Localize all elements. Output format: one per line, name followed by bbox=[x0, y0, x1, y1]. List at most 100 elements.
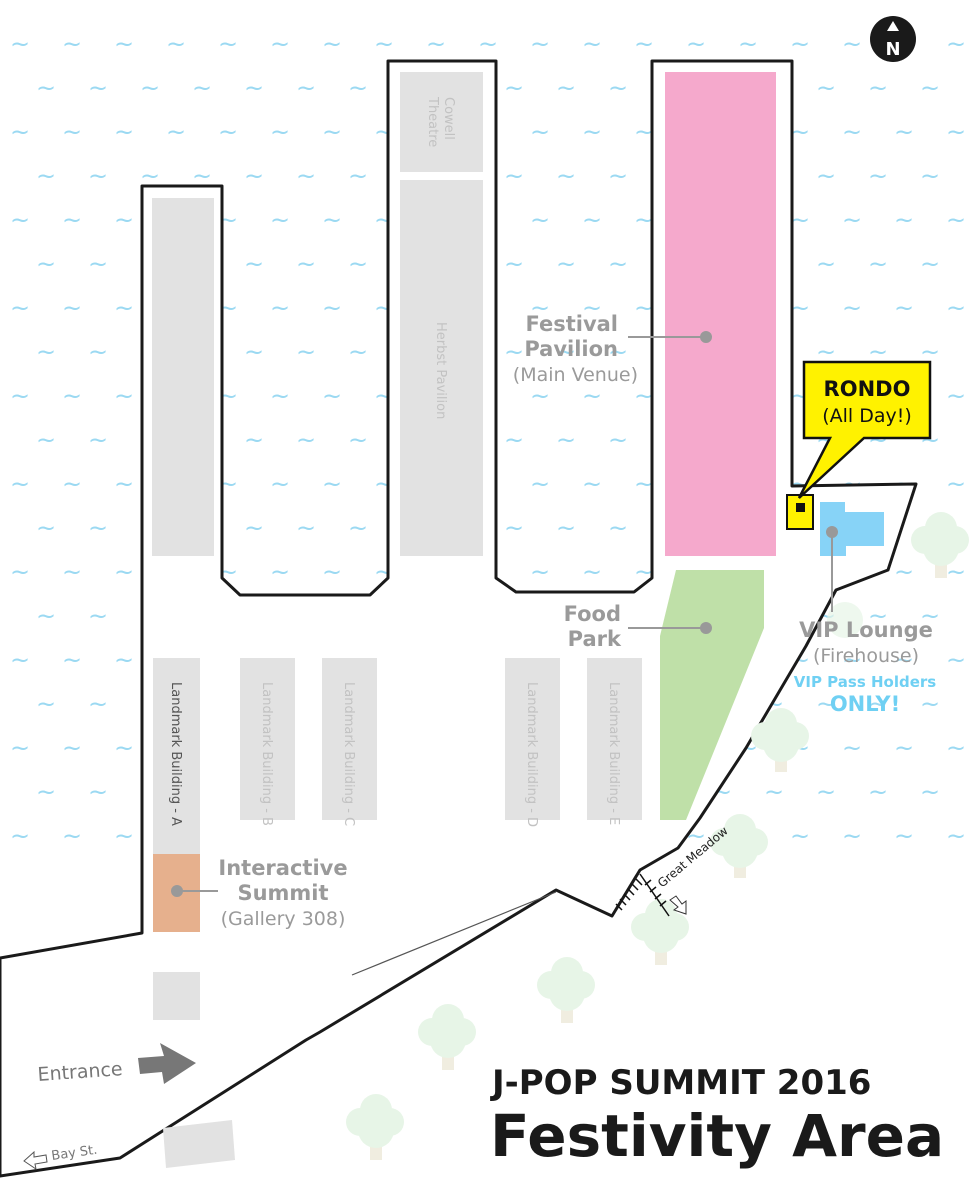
wave-mark: ~ bbox=[296, 74, 316, 102]
wave-mark: ~ bbox=[946, 118, 966, 146]
wave-mark: ~ bbox=[842, 118, 862, 146]
wave-mark: ~ bbox=[244, 514, 264, 542]
wave-mark: ~ bbox=[348, 426, 368, 454]
wave-mark: ~ bbox=[374, 30, 394, 58]
wave-mark: ~ bbox=[842, 734, 862, 762]
wave-mark: ~ bbox=[478, 30, 498, 58]
wave-mark: ~ bbox=[530, 382, 550, 410]
wave-mark: ~ bbox=[790, 118, 810, 146]
wave-mark: ~ bbox=[946, 822, 966, 850]
wave-mark: ~ bbox=[10, 470, 30, 498]
wave-mark: ~ bbox=[62, 470, 82, 498]
label-cowell-theatre: Cowell Theatre bbox=[425, 96, 456, 147]
wave-mark: ~ bbox=[270, 118, 290, 146]
wave-mark: ~ bbox=[322, 118, 342, 146]
wave-mark: ~ bbox=[556, 338, 576, 366]
wave-mark: ~ bbox=[62, 382, 82, 410]
wave-mark: ~ bbox=[244, 162, 264, 190]
bay-st-label: Bay St. bbox=[50, 1143, 98, 1164]
wave-mark: ~ bbox=[816, 74, 836, 102]
wave-mark: ~ bbox=[842, 294, 862, 322]
wave-mark: ~ bbox=[244, 426, 264, 454]
wave-mark: ~ bbox=[608, 162, 628, 190]
wave-mark: ~ bbox=[946, 382, 966, 410]
label-landmark-d: Landmark Building - D bbox=[524, 682, 539, 827]
label-landmark-a: Landmark Building - A bbox=[168, 682, 183, 826]
wave-mark: ~ bbox=[556, 162, 576, 190]
heading-event: J-POP SUMMIT 2016 bbox=[490, 1063, 871, 1103]
wave-mark: ~ bbox=[946, 470, 966, 498]
wave-mark: ~ bbox=[10, 294, 30, 322]
wave-mark: ~ bbox=[114, 382, 134, 410]
wave-mark: ~ bbox=[322, 470, 342, 498]
wave-mark: ~ bbox=[166, 118, 186, 146]
wave-mark: ~ bbox=[946, 294, 966, 322]
wave-mark: ~ bbox=[634, 470, 654, 498]
wave-mark: ~ bbox=[842, 646, 862, 674]
wave-mark: ~ bbox=[842, 206, 862, 234]
wave-mark: ~ bbox=[504, 250, 524, 278]
wave-mark: ~ bbox=[88, 602, 108, 630]
entrance-arrow-icon bbox=[138, 1043, 196, 1084]
wave-mark: ~ bbox=[114, 734, 134, 762]
bay-st-arrow-icon bbox=[23, 1150, 48, 1171]
wave-mark: ~ bbox=[322, 206, 342, 234]
wave-mark: ~ bbox=[686, 30, 706, 58]
wave-mark: ~ bbox=[296, 426, 316, 454]
building-landmark-d bbox=[505, 658, 560, 820]
wave-mark: ~ bbox=[10, 118, 30, 146]
wave-mark: ~ bbox=[62, 30, 82, 58]
wave-mark: ~ bbox=[270, 30, 290, 58]
wave-mark: ~ bbox=[946, 30, 966, 58]
wave-mark: ~ bbox=[894, 294, 914, 322]
wave-mark: ~ bbox=[88, 250, 108, 278]
wave-mark: ~ bbox=[270, 294, 290, 322]
wave-mark: ~ bbox=[88, 690, 108, 718]
leader-lines bbox=[171, 331, 838, 897]
interactive-summit-title-2: Summit bbox=[237, 881, 328, 905]
wave-mark: ~ bbox=[556, 74, 576, 102]
label-herbst-pavilion: Herbst Pavilion bbox=[433, 322, 448, 419]
wave-mark: ~ bbox=[62, 822, 82, 850]
wave-mark: ~ bbox=[348, 250, 368, 278]
wave-mark: ~ bbox=[582, 206, 602, 234]
wave-mark: ~ bbox=[920, 338, 940, 366]
wave-mark: ~ bbox=[582, 470, 602, 498]
wave-mark: ~ bbox=[816, 778, 836, 806]
wave-mark: ~ bbox=[244, 74, 264, 102]
wave-mark: ~ bbox=[10, 646, 30, 674]
wave-mark: ~ bbox=[88, 162, 108, 190]
wave-mark: ~ bbox=[322, 558, 342, 586]
wave-mark: ~ bbox=[634, 118, 654, 146]
wave-mark: ~ bbox=[868, 162, 888, 190]
wave-mark: ~ bbox=[114, 118, 134, 146]
wave-mark: ~ bbox=[608, 250, 628, 278]
vip-lounge-subtitle: (Firehouse) bbox=[813, 645, 919, 667]
wave-mark: ~ bbox=[894, 118, 914, 146]
wave-mark: ~ bbox=[62, 734, 82, 762]
building-landmark-a bbox=[153, 658, 200, 854]
wave-mark: ~ bbox=[608, 514, 628, 542]
wave-mark: ~ bbox=[36, 514, 56, 542]
wave-mark: ~ bbox=[504, 426, 524, 454]
wave-mark: ~ bbox=[764, 778, 784, 806]
wave-mark: ~ bbox=[114, 206, 134, 234]
wave-mark: ~ bbox=[270, 470, 290, 498]
building-festival-pavilion bbox=[665, 72, 776, 556]
wave-mark: ~ bbox=[10, 558, 30, 586]
wave-mark: ~ bbox=[816, 690, 836, 718]
wave-mark: ~ bbox=[140, 162, 160, 190]
rondo-callout: RONDO (All Day!) bbox=[797, 360, 932, 499]
wave-mark: ~ bbox=[166, 30, 186, 58]
wave-mark: ~ bbox=[530, 206, 550, 234]
wave-mark: ~ bbox=[114, 646, 134, 674]
wave-mark: ~ bbox=[348, 514, 368, 542]
wave-mark: ~ bbox=[36, 74, 56, 102]
tree-icon bbox=[418, 1004, 476, 1070]
wave-mark: ~ bbox=[946, 558, 966, 586]
wave-mark: ~ bbox=[114, 294, 134, 322]
area-food-park bbox=[660, 570, 764, 820]
wave-mark: ~ bbox=[36, 602, 56, 630]
wave-mark: ~ bbox=[582, 382, 602, 410]
